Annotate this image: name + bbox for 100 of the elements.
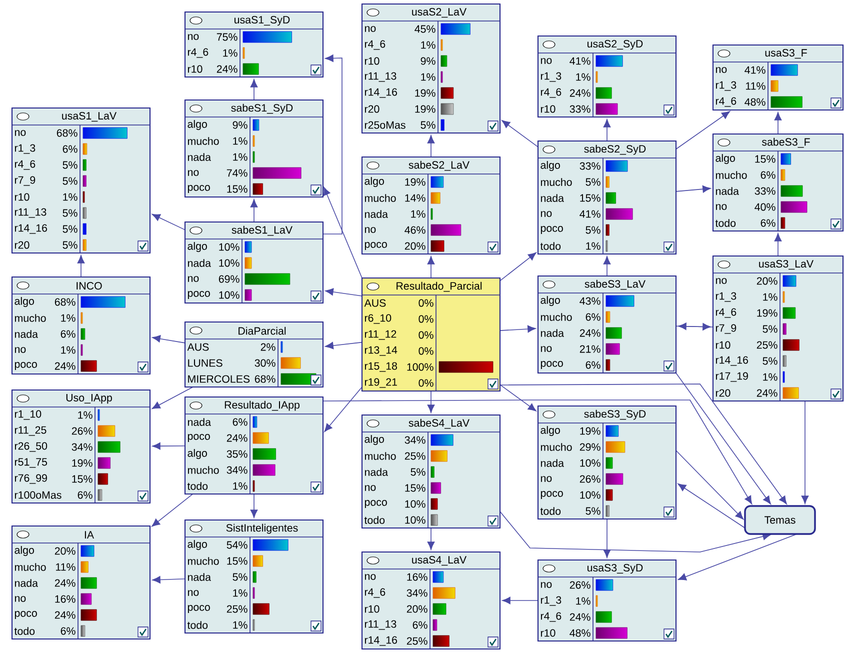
probability-value: 48% [744, 98, 766, 106]
state-label: mucho [14, 314, 46, 322]
probability-value: 1% [78, 411, 92, 419]
network-node [361, 414, 501, 529]
state-label: no [540, 582, 552, 588]
probability-value: 19% [757, 309, 778, 317]
probability-value: 1% [763, 373, 778, 381]
state-label: r10 [364, 605, 380, 613]
probability-value: 15% [405, 484, 426, 492]
probability-value: 30% [254, 359, 276, 367]
state-label: poco [188, 185, 210, 193]
probability-value: 26% [580, 475, 600, 483]
probability-value: 1% [576, 597, 590, 605]
state-label: r10 [716, 341, 730, 349]
state-label: no [364, 485, 376, 491]
state-label: r13_14 [364, 346, 398, 356]
probability-value: 1% [421, 41, 436, 49]
probability-value: 11% [56, 563, 76, 571]
state-label: algo [188, 449, 207, 459]
arrow [324, 386, 362, 432]
state-label: r14_16 [14, 224, 47, 234]
state-label: no [540, 346, 552, 352]
arrow [500, 511, 771, 552]
state-label: no [188, 590, 199, 596]
state-label: r10 [540, 629, 556, 637]
arrow [676, 111, 730, 150]
network-node [537, 140, 677, 255]
probability-value: 1% [411, 210, 426, 218]
state-label: r4_6 [364, 588, 386, 598]
probability-value: 68% [54, 298, 76, 306]
probability-value: 1% [233, 589, 248, 597]
state-label: algo [364, 177, 384, 187]
state-label: r100oMas [14, 491, 62, 499]
node-title: Resultado_Parcial [396, 282, 482, 292]
arrow [152, 335, 186, 344]
arrow [502, 596, 538, 604]
state-label: mucho [364, 452, 396, 460]
probability-value: 24% [54, 362, 76, 370]
state-label: r4_6 [540, 612, 562, 622]
arrow [500, 384, 536, 412]
network-node [184, 11, 324, 78]
probability-value: 5% [62, 161, 78, 169]
arrow [325, 288, 362, 296]
state-label: r20 [14, 241, 30, 249]
arrow [678, 534, 798, 580]
state-label: r6_10 [364, 314, 392, 324]
probability-value: 6% [60, 330, 76, 338]
probability-value: 74% [226, 169, 248, 177]
network-node [537, 559, 677, 642]
probability-value: 54% [226, 541, 248, 549]
arrow [427, 390, 435, 413]
probability-value: 1% [61, 314, 76, 322]
state-label: no [540, 58, 552, 64]
probability-value: 20% [54, 547, 76, 555]
state-label: r11_13 [364, 72, 396, 82]
arrow [250, 199, 258, 222]
probability-value: 68% [254, 375, 276, 383]
state-label: r11_25 [14, 426, 46, 436]
state-label: no [364, 26, 376, 32]
state-label: r1_3 [14, 144, 36, 154]
probability-value: 6% [586, 361, 600, 369]
state-label: algo [540, 296, 560, 306]
probability-value: 5% [62, 225, 78, 233]
arrow [250, 79, 258, 100]
probability-value: 0% [418, 347, 434, 355]
arrow [427, 135, 435, 158]
probability-value: 6% [760, 171, 776, 179]
state-label: r4_6 [716, 308, 736, 318]
state-label: nada [540, 329, 564, 337]
state-label: nada [540, 194, 564, 202]
probability-value: 24% [580, 329, 600, 337]
state-label: poco [540, 491, 563, 499]
network-node [361, 156, 501, 255]
state-label: r76_99 [14, 474, 47, 484]
state-label: no [188, 34, 199, 40]
probability-value: 10% [219, 259, 240, 267]
probability-value: 9% [420, 57, 436, 65]
probability-value: 5% [762, 325, 778, 333]
state-label: algo [188, 540, 207, 550]
state-label: no [188, 170, 199, 176]
probability-value: 19% [415, 105, 436, 113]
state-label: mucho [14, 563, 46, 571]
arrow [77, 255, 85, 278]
network-node [184, 321, 324, 388]
probability-value: 10% [580, 491, 600, 499]
probability-value: 6% [60, 627, 76, 635]
probability-value: 29% [580, 443, 600, 451]
probability-value: 0% [418, 315, 434, 323]
probability-value: 1% [61, 346, 76, 354]
probability-value: 6% [78, 491, 92, 499]
state-label: algo [14, 546, 34, 556]
state-label: r15_18 [364, 362, 397, 372]
state-label: r14_16 [364, 636, 397, 646]
probability-value: 24% [54, 579, 76, 587]
state-label: r4_6 [364, 40, 386, 50]
state-label: r10 [14, 193, 30, 201]
state-label: r25oMas [364, 121, 406, 129]
probability-value: 10% [219, 243, 240, 251]
arrow [152, 494, 194, 527]
state-label: r7_9 [716, 324, 736, 334]
